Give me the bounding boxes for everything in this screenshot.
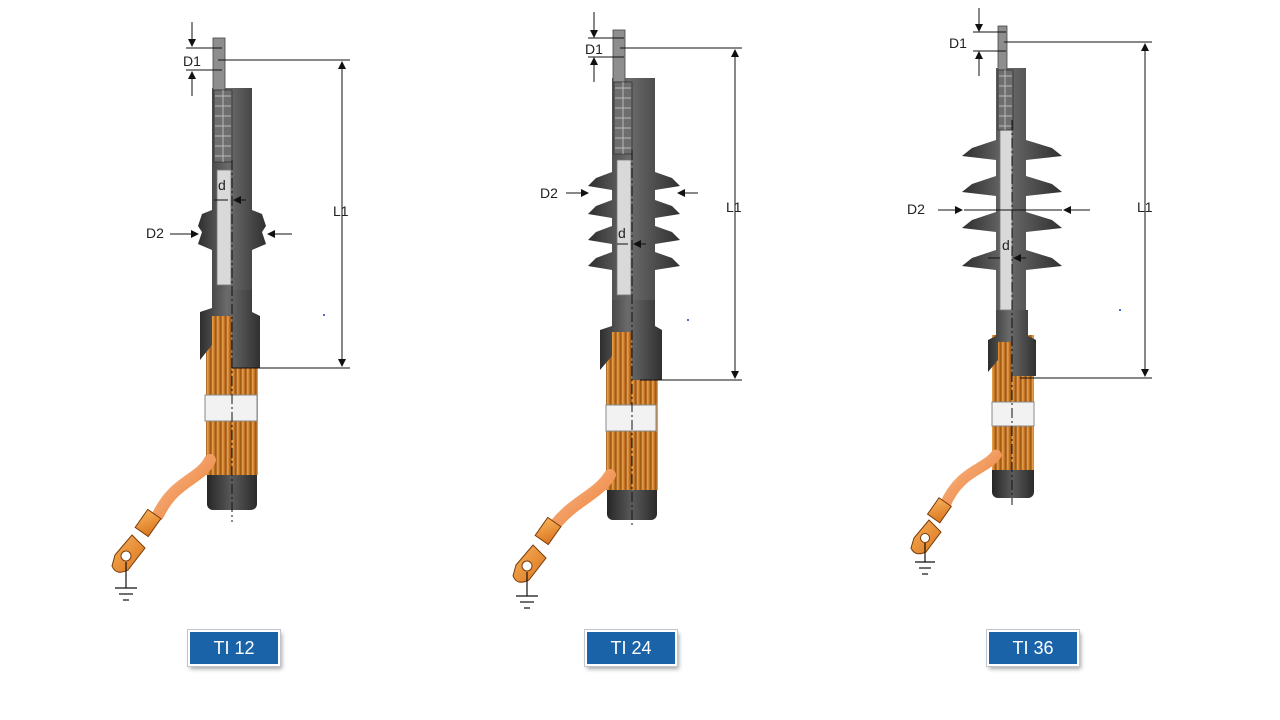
ground-braid bbox=[152, 454, 216, 521]
label-d1: D1 bbox=[585, 41, 603, 57]
conductor-core bbox=[216, 169, 232, 286]
dot-mark bbox=[687, 319, 689, 321]
termination-ti24: D1 D2 L1 d bbox=[512, 12, 742, 609]
label-d2: D2 bbox=[540, 185, 558, 201]
cable-lug-top bbox=[612, 29, 633, 155]
product-label-ti24: TI 24 bbox=[584, 629, 678, 667]
label-l1: L1 bbox=[1137, 199, 1153, 215]
ground-lug bbox=[512, 516, 562, 583]
label-d1: D1 bbox=[183, 53, 201, 69]
label-l1: L1 bbox=[726, 199, 742, 215]
product-label-ti12: TI 12 bbox=[187, 629, 281, 667]
label-d: d bbox=[618, 225, 626, 241]
dimension-lines bbox=[938, 8, 1152, 379]
sleeve-lower bbox=[200, 290, 260, 368]
ground-symbol bbox=[516, 572, 538, 609]
ground-symbol bbox=[115, 562, 137, 601]
conductor-core bbox=[616, 159, 632, 296]
label-d: d bbox=[218, 177, 226, 193]
sleeve-lower bbox=[600, 300, 662, 380]
termination-ti36: D1 D2 L1 d bbox=[907, 8, 1153, 575]
label-l1: L1 bbox=[333, 203, 349, 219]
label-d2: D2 bbox=[907, 201, 925, 217]
dimension-lines bbox=[566, 12, 742, 381]
ground-braid bbox=[939, 449, 1002, 511]
dimension-lines bbox=[170, 22, 350, 369]
termination-ti12: D1 D2 L1 d bbox=[111, 22, 350, 601]
dot-mark bbox=[1119, 309, 1121, 311]
ground-symbol bbox=[915, 543, 935, 575]
ground-lug bbox=[111, 508, 162, 573]
label-d: d bbox=[1002, 237, 1010, 253]
conductor-core bbox=[999, 129, 1013, 311]
clamp-band bbox=[204, 394, 258, 422]
clamp-band bbox=[605, 404, 657, 432]
insulator-body bbox=[588, 78, 680, 300]
ground-lug bbox=[910, 497, 952, 555]
dot-mark bbox=[323, 314, 325, 316]
product-label-ti36: TI 36 bbox=[986, 629, 1080, 667]
label-d2: D2 bbox=[146, 225, 164, 241]
label-d1: D1 bbox=[949, 35, 967, 51]
cable-lug-top bbox=[212, 37, 233, 163]
cable-lug-top bbox=[997, 25, 1014, 131]
clamp-band bbox=[991, 401, 1035, 427]
ground-braid bbox=[549, 469, 616, 531]
